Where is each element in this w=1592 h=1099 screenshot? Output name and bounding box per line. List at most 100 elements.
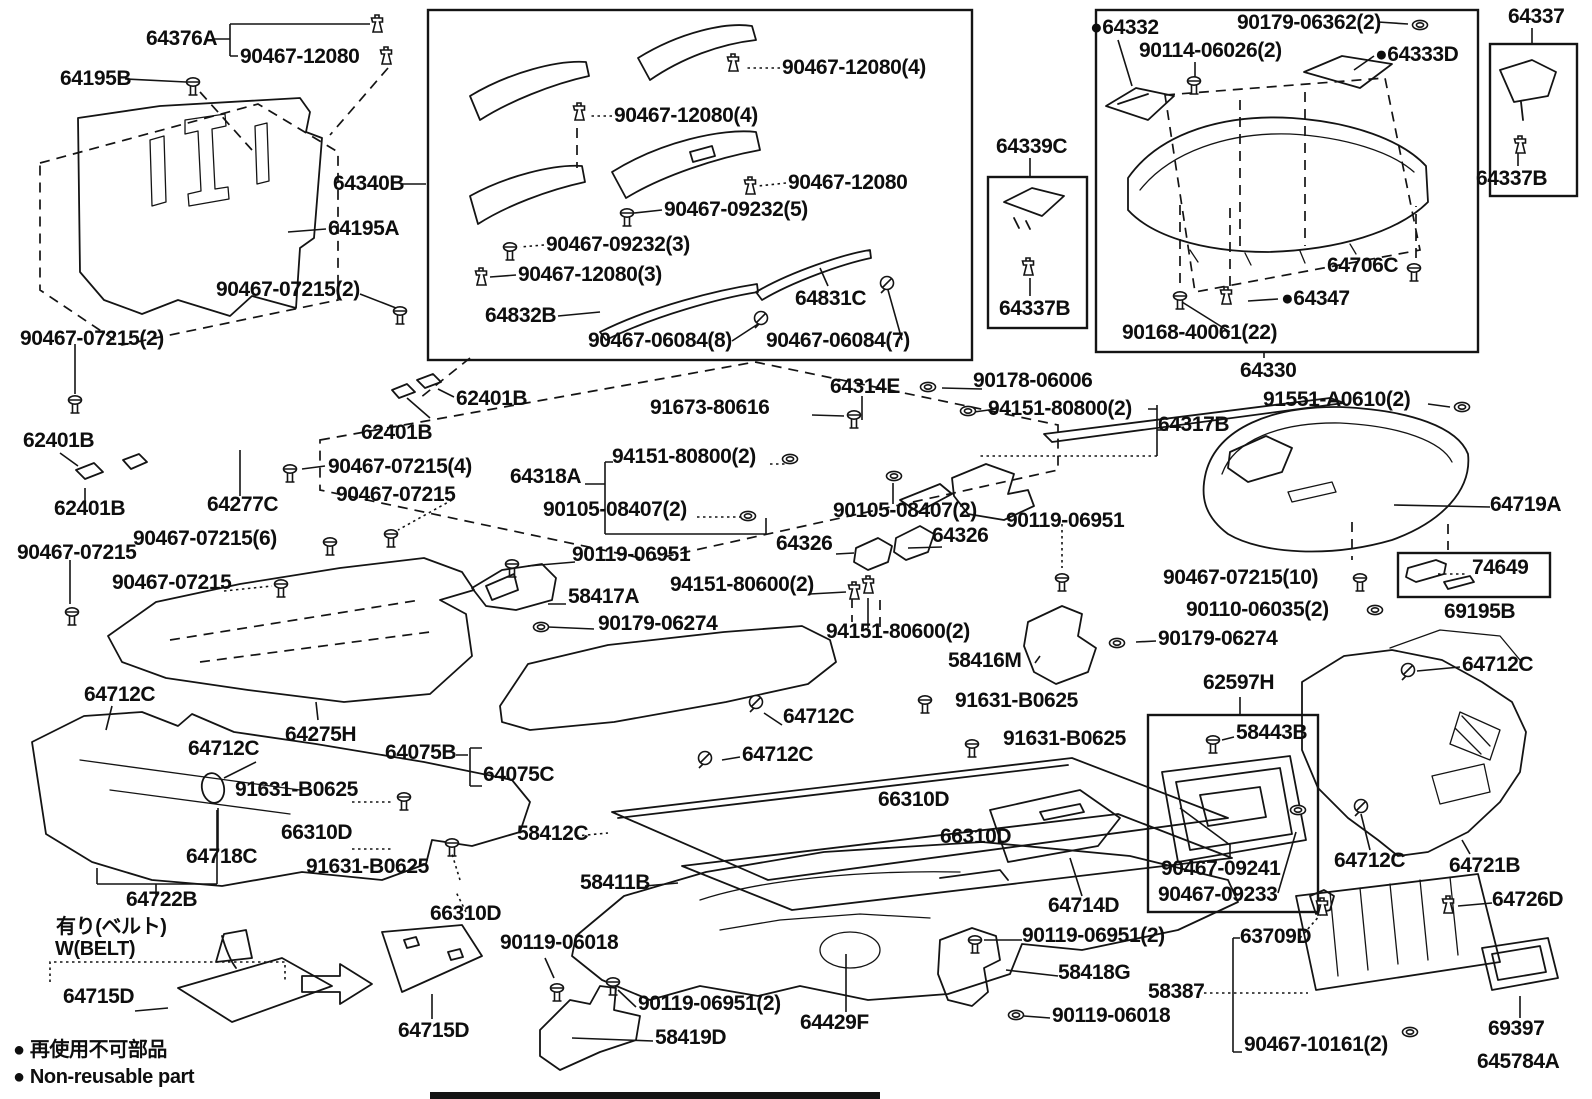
part-insulator-64195A	[77, 97, 323, 317]
part-label-91631B0625: 91631-B0625	[1003, 727, 1126, 750]
part-label-90110060352: 90110-06035(2)	[1186, 598, 1329, 621]
part-toolbox-64429F	[571, 841, 1239, 1001]
page-edge-bar	[430, 1092, 880, 1099]
part-label-64330: 64330	[1240, 359, 1297, 382]
part-label-66310D: 66310D	[430, 902, 502, 925]
part-label-64075C: 64075C	[483, 763, 555, 786]
part-label-9011906951: 90119-06951	[572, 543, 691, 566]
part-label-90467072152: 90467-07215(2)	[216, 278, 360, 301]
part-label-64721B: 64721B	[1449, 854, 1521, 877]
part-label-90179063622: 90179-06362(2)	[1237, 11, 1381, 34]
group-box-74649	[1396, 551, 1552, 599]
part-label-58387: 58387	[1148, 980, 1205, 1003]
part-label-9046709241: 90467-09241	[1161, 857, 1281, 880]
part-label-9017906274: 90179-06274	[1158, 627, 1278, 650]
part-panel-64721B	[1301, 629, 1527, 857]
part-label-64712C: 64712C	[188, 737, 260, 760]
part-partition-64275H	[107, 557, 475, 703]
part-rail-64340B	[469, 24, 761, 225]
part-rail-64832B	[599, 283, 759, 341]
part-label-94151806002: 94151-80600(2)	[670, 573, 814, 596]
part-label-90467092325: 90467-09232(5)	[664, 198, 808, 221]
part-label-9046707215: 90467-07215	[336, 483, 456, 506]
part-pads-62401B	[75, 373, 442, 480]
part-label-90114060262: 90114-06026(2)	[1139, 39, 1282, 62]
transform-arrow	[301, 963, 373, 1005]
part-label-64706C: 64706C	[1327, 254, 1399, 277]
part-label-94151808002: 94151-80800(2)	[988, 397, 1132, 420]
part-mat-58411B	[681, 813, 1233, 911]
part-label-91551A06102: 91551-A0610(2)	[1263, 388, 1411, 411]
part-label-64195A: 64195A	[328, 217, 400, 240]
part-label-58411B: 58411B	[580, 871, 651, 894]
part-label-90467072156: 90467-07215(6)	[133, 527, 277, 550]
part-label-58417A: 58417A	[568, 585, 640, 608]
part-label-90467120804: 90467-12080(4)	[614, 104, 758, 127]
group-box-64339C	[986, 175, 1089, 330]
part-disc-64718C	[200, 772, 226, 804]
group-boxes	[426, 8, 1579, 1099]
part-label-90467120803: 90467-12080(3)	[518, 263, 662, 286]
part-label-9011906018: 90119-06018	[500, 931, 619, 954]
part-label-69397: 69397	[1488, 1017, 1545, 1040]
part-label-90467092323: 90467-09232(3)	[546, 233, 690, 256]
part-rod-64314E	[1043, 397, 1345, 443]
part-bracket-58416M	[1023, 605, 1097, 685]
part-label-9017806006: 90178-06006	[973, 369, 1093, 392]
part-label-91631B0625: 91631-B0625	[306, 855, 429, 878]
part-label-62401B: 62401B	[361, 421, 433, 444]
part-label-64326: 64326	[776, 532, 833, 555]
part-label-66310D: 66310D	[878, 788, 950, 811]
part-label-64339C: 64339C	[996, 135, 1068, 158]
part-label-9046707215: 90467-07215	[112, 571, 232, 594]
part-label-901684006122: 90168-40061(22)	[1122, 321, 1278, 344]
part-label-63709D: 63709D	[1240, 925, 1312, 948]
part-label-90105084072: 90105-08407(2)	[833, 499, 977, 522]
part-label-64715D: 64715D	[398, 1019, 470, 1042]
group-box-62597H	[1146, 713, 1320, 914]
note-with-belt-en: W(BELT)	[55, 938, 136, 960]
part-label-64719A: 64719A	[1490, 493, 1562, 516]
part-sill-58387	[1295, 873, 1501, 991]
part-label-904670721510: 90467-07215(10)	[1163, 566, 1319, 589]
part-label-9046712080: 90467-12080	[240, 45, 360, 68]
part-label-58412C: 58412C	[517, 822, 589, 845]
part-label-64337B: 64337B	[999, 297, 1071, 320]
diagram-code: 645784A	[1477, 1050, 1560, 1073]
part-label-58416M: 58416M	[948, 649, 1022, 672]
part-label-64333D: ●64333D	[1375, 43, 1459, 66]
part-tray-62597H	[1161, 755, 1307, 863]
part-label-9167380616: 91673-80616	[650, 396, 770, 419]
part-label-64714D: 64714D	[1048, 894, 1120, 917]
part-plate-64715D-right	[381, 924, 483, 993]
part-label-62597H: 62597H	[1203, 671, 1275, 694]
part-label-64726D: 64726D	[1492, 888, 1564, 911]
part-label-64718C: 64718C	[186, 845, 258, 868]
part-label-66310D: 66310D	[940, 825, 1012, 848]
part-bracket-64715D-left	[177, 929, 333, 1023]
part-bracket-58417A	[471, 563, 557, 611]
part-label-64317B: 64317B	[1158, 413, 1230, 436]
part-label-90119069512: 90119-06951(2)	[638, 992, 781, 1015]
part-bracket-64337	[1499, 59, 1557, 121]
part-label-62401B: 62401B	[456, 387, 528, 410]
part-label-58443B: 58443B	[1236, 721, 1308, 744]
part-label-90467101612: 90467-10161(2)	[1244, 1033, 1388, 1056]
part-rail-64831C	[755, 249, 872, 301]
part-label-9011906018: 90119-06018	[1052, 1004, 1171, 1027]
part-label-62401B: 62401B	[54, 497, 126, 520]
part-label-91631B0625: 91631-B0625	[955, 689, 1078, 712]
part-label-64712C: 64712C	[1334, 849, 1406, 872]
part-label-64712C: 64712C	[1462, 653, 1534, 676]
part-label-90467072154: 90467-07215(4)	[328, 455, 472, 478]
part-mat-64714D	[989, 789, 1121, 863]
part-label-64277C: 64277C	[207, 493, 279, 516]
part-label-64832B: 64832B	[485, 304, 557, 327]
part-pad-64332	[1105, 87, 1175, 121]
part-label-64712C: 64712C	[742, 743, 814, 766]
part-outlines	[31, 24, 1559, 1071]
part-label-90467060848: 90467-06084(8)	[588, 329, 732, 352]
